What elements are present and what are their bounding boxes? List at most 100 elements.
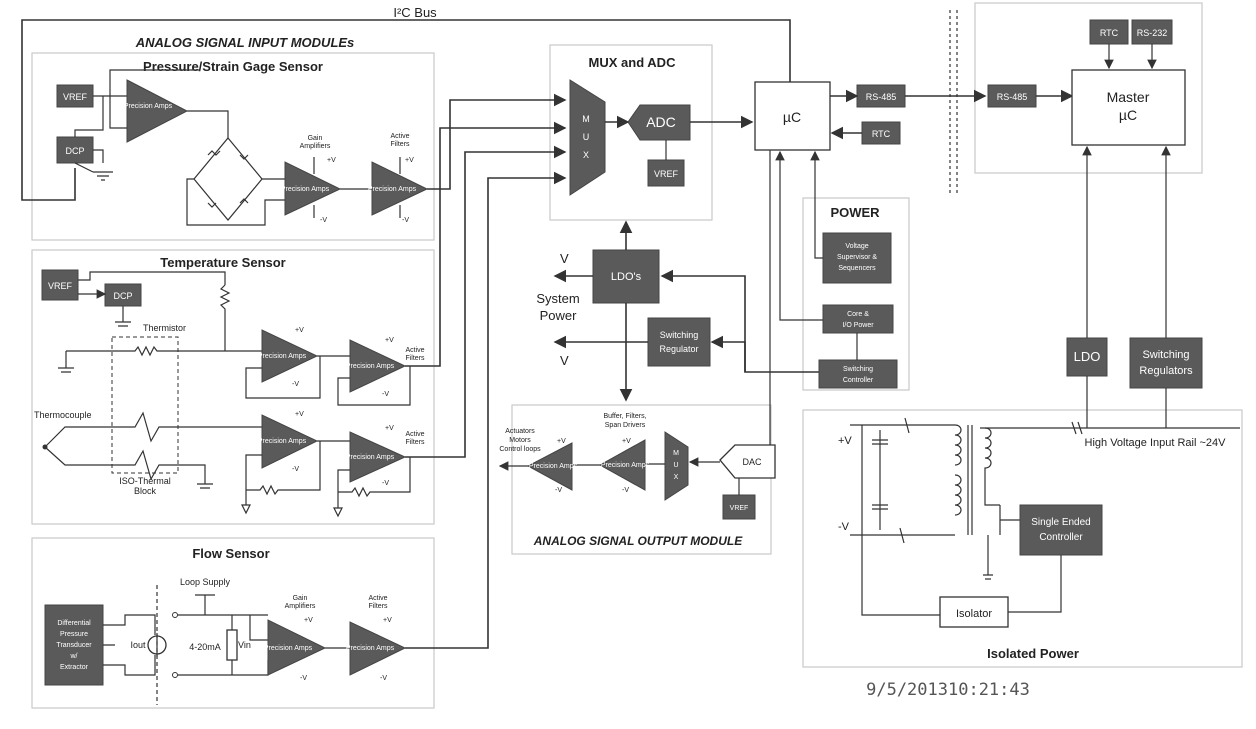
svg-text:Precision Amps: Precision Amps [601,462,650,469]
svg-text:Transducer: Transducer [56,642,92,649]
svg-text:-V: -V [402,217,409,224]
svg-text:ADC: ADC [646,114,676,130]
svg-text:Actuators: Actuators [505,428,535,435]
svg-text:Thermistor: Thermistor [143,323,186,333]
svg-text:+V: +V [327,157,336,164]
svg-text:Thermocouple: Thermocouple [34,410,92,420]
output-driver-amp [526,442,573,491]
temperature-circuit: VREF DCP Thermistor Precision Amps +V -V… [34,269,425,518]
svg-text:Amplifiers: Amplifiers [300,143,331,150]
svg-text:ISO-Thermal: ISO-Thermal [119,476,171,486]
svg-text:-V: -V [622,487,629,494]
svg-text:Span Drivers: Span Drivers [605,422,646,429]
svg-text:Vin: Vin [238,640,251,650]
svg-text:V: V [560,251,569,266]
precision-amp-temp-2 [261,414,319,469]
svg-text:Motors: Motors [509,437,531,444]
svg-text:-V: -V [382,480,389,487]
precision-amp-pressure-2 [284,161,342,216]
active-filter-temp-2 [349,431,407,483]
dac-block [719,444,776,479]
svg-text:Sequencers: Sequencers [838,265,876,272]
svg-text:Controller: Controller [1039,532,1083,543]
svg-text:Precision Amps: Precision Amps [124,103,173,110]
svg-text:Single Ended: Single Ended [1031,517,1091,528]
differential-pressure-transducer [44,604,104,686]
svg-text:VREF: VREF [63,92,88,102]
svg-text:+V: +V [838,435,852,447]
svg-text:RS-232: RS-232 [1137,28,1168,38]
svg-text:+V: +V [405,157,414,164]
svg-text:Power: Power [540,308,578,323]
output-mux [664,431,689,501]
svg-text:High Voltage Input Rail ~24V: High Voltage Input Rail ~24V [1085,437,1227,449]
svg-text:Gain: Gain [308,135,323,142]
svg-text:Differential: Differential [57,620,91,627]
precision-amp-temp-1 [261,329,319,383]
analog-output-panel [511,404,772,555]
svg-text:V: V [560,353,569,368]
svg-text:Switching: Switching [843,366,873,373]
master-panel [974,2,1203,174]
svg-text:Extractor: Extractor [60,664,89,671]
svg-text:LDO's: LDO's [611,271,642,283]
svg-text:Precision Amps: Precision Amps [346,645,395,652]
svg-text:I/O Power: I/O Power [842,322,874,329]
svg-text:Precision Amps: Precision Amps [281,186,330,193]
svg-text:DCP: DCP [113,291,132,301]
svg-text:Filters: Filters [368,603,388,610]
rtc-master [1089,19,1129,45]
analog-output-title: ANALOG SIGNAL OUTPUT MODULE [533,534,743,548]
svg-text:Precision Amps: Precision Amps [258,438,307,445]
svg-text:+V: +V [304,617,313,624]
core-io-power-block [822,304,894,334]
pressure-panel [31,52,435,241]
flow-panel [31,537,435,709]
output-buffer-amp [598,439,646,491]
switching-controller-block [818,359,898,389]
svg-text:U: U [583,132,590,142]
svg-text:+V: +V [295,411,304,418]
svg-text:DCP: DCP [65,146,84,156]
svg-text:M: M [582,114,590,124]
svg-text:RTC: RTC [1100,28,1119,38]
svg-text:Control loops: Control loops [499,446,541,453]
svg-text:-V: -V [320,217,327,224]
mux-adc-panel [549,44,713,221]
svg-text:+V: +V [557,438,566,445]
flow-title: Flow Sensor [192,546,269,561]
svg-text:Master: Master [1107,89,1150,105]
power-title: POWER [830,205,880,220]
svg-text:Filters: Filters [390,141,410,148]
switching-regulators-block [1129,337,1203,389]
input-mux [569,79,606,196]
svg-text:4-20mA: 4-20mA [189,642,221,652]
i2c-bus-line [21,19,791,201]
svg-text:Regulator: Regulator [659,344,698,354]
strain-gage-bridge [193,137,263,221]
svg-text:Block: Block [134,486,157,496]
svg-text:VREF: VREF [654,169,679,179]
isolated-power-title: Isolated Power [987,646,1079,661]
svg-text:RS-485: RS-485 [866,92,897,102]
svg-text:Precision Amps: Precision Amps [529,463,578,470]
svg-text:M: M [673,450,679,457]
svg-text:DAC: DAC [742,457,762,467]
svg-text:Switching: Switching [660,330,699,340]
svg-text:RS-485: RS-485 [997,92,1028,102]
active-filter-flow [349,621,407,676]
isolator-block [939,596,1009,628]
vref-block-dac [722,494,756,520]
svg-text:System: System [536,291,579,306]
svg-text:-V: -V [292,381,299,388]
svg-text:Filters: Filters [405,439,425,446]
svg-text:Loop Supply: Loop Supply [180,577,231,587]
isolated-power-panel [802,409,1243,668]
svg-text:+V: +V [383,617,392,624]
switching-regulator-block [647,317,711,367]
timestamp: 9/5/201310:21:43 [866,680,1030,700]
svg-text:LDO: LDO [1074,349,1101,364]
ldo-block [1066,337,1108,377]
svg-text:-V: -V [382,391,389,398]
